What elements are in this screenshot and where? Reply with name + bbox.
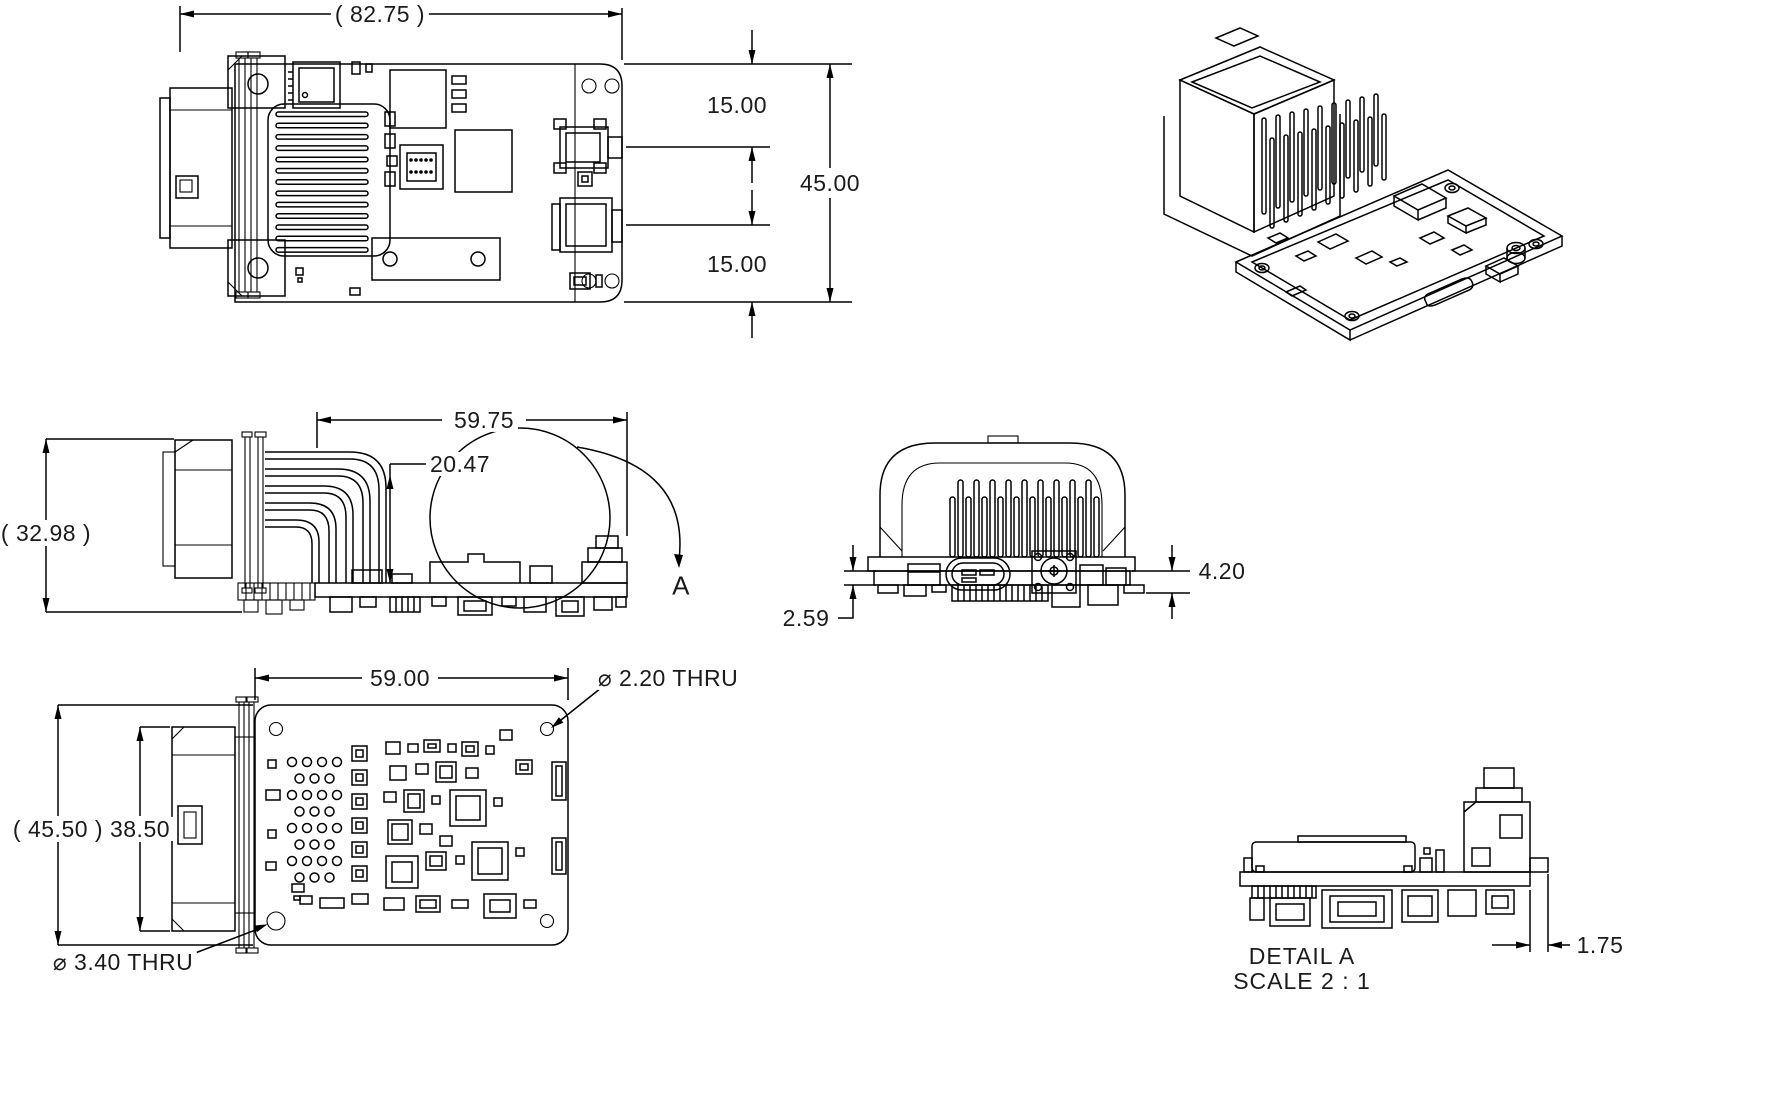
side-heatsink-tubes: [265, 451, 387, 583]
side-view-dimensions: [42, 412, 628, 613]
detail-a-view: [1239, 767, 1570, 952]
dim-side-board-length: 59.75: [449, 408, 519, 432]
dim-side-heatsink-height: 20.47: [425, 452, 495, 476]
front-view-dimensions: [838, 545, 1190, 619]
detail-underside-components: [1249, 885, 1515, 929]
side-view: [42, 412, 683, 617]
detail-connector-tower: [1463, 767, 1549, 873]
iso-heatsink-pins: [1261, 93, 1387, 229]
front-view: [838, 435, 1190, 619]
dim-top-offset-lower: 15.00: [702, 252, 772, 276]
dim-bottom-hole-spacing: 59.00: [365, 666, 435, 690]
dim-front-underside-clearance: 4.20: [1194, 559, 1250, 583]
front-underside-components: [877, 584, 1145, 608]
dim-bottom-hole-small: ⌀ 2.20 THRU: [593, 666, 743, 690]
iso-pcb: [1234, 169, 1564, 342]
bottom-pcb-outline: [254, 704, 569, 946]
iso-obd-connector: [1163, 27, 1341, 257]
bottom-view: [54, 668, 607, 956]
bottom-vias: [286, 756, 343, 883]
dim-top-offset-upper: 15.00: [702, 93, 772, 117]
bottom-components: [265, 729, 567, 919]
side-components: [329, 535, 628, 617]
pcb-outline: [234, 63, 623, 303]
front-heatsink-pins: [949, 479, 1100, 558]
dim-top-overall-height: 45.00: [795, 171, 865, 195]
micro-usb-connector: [553, 118, 623, 174]
detail-module: [1243, 835, 1445, 873]
bottom-pads-column: [351, 745, 368, 882]
bottom-obd-connector: [171, 696, 259, 954]
bottom-view-dimensions: [54, 668, 607, 956]
dim-top-overall-width: ( 82.75 ): [330, 2, 430, 26]
dim-bottom-hole-large: ⌀ 3.40 THRU: [48, 950, 198, 974]
iso-components: [1266, 183, 1526, 307]
top-components: [288, 61, 513, 296]
top-view: [159, 6, 852, 452]
usb-c-connector: [551, 171, 623, 290]
dim-side-overall-height: ( 32.98 ): [0, 521, 96, 545]
dim-detail-overhang: 1.75: [1572, 933, 1628, 957]
dim-front-board-thickness: 2.59: [778, 606, 834, 630]
detail-pcb: [1239, 871, 1531, 887]
heatsink-fins: [267, 103, 391, 257]
detail-view-scale: SCALE 2 : 1: [1229, 969, 1375, 993]
front-housing: [867, 435, 1136, 586]
detail-view-title: DETAIL A: [1244, 944, 1360, 968]
isometric-view: [1163, 27, 1564, 342]
detail-callout-label: A: [672, 570, 690, 601]
detail-view-dimensions: [1492, 874, 1570, 952]
dim-bottom-overall-height: ( 45.50 ): [8, 817, 108, 841]
dim-bottom-connector-height: 38.50: [105, 817, 175, 841]
obd-connector: [159, 51, 286, 452]
detail-circle-a: [429, 427, 683, 609]
top-view-dimensions: [179, 6, 852, 338]
